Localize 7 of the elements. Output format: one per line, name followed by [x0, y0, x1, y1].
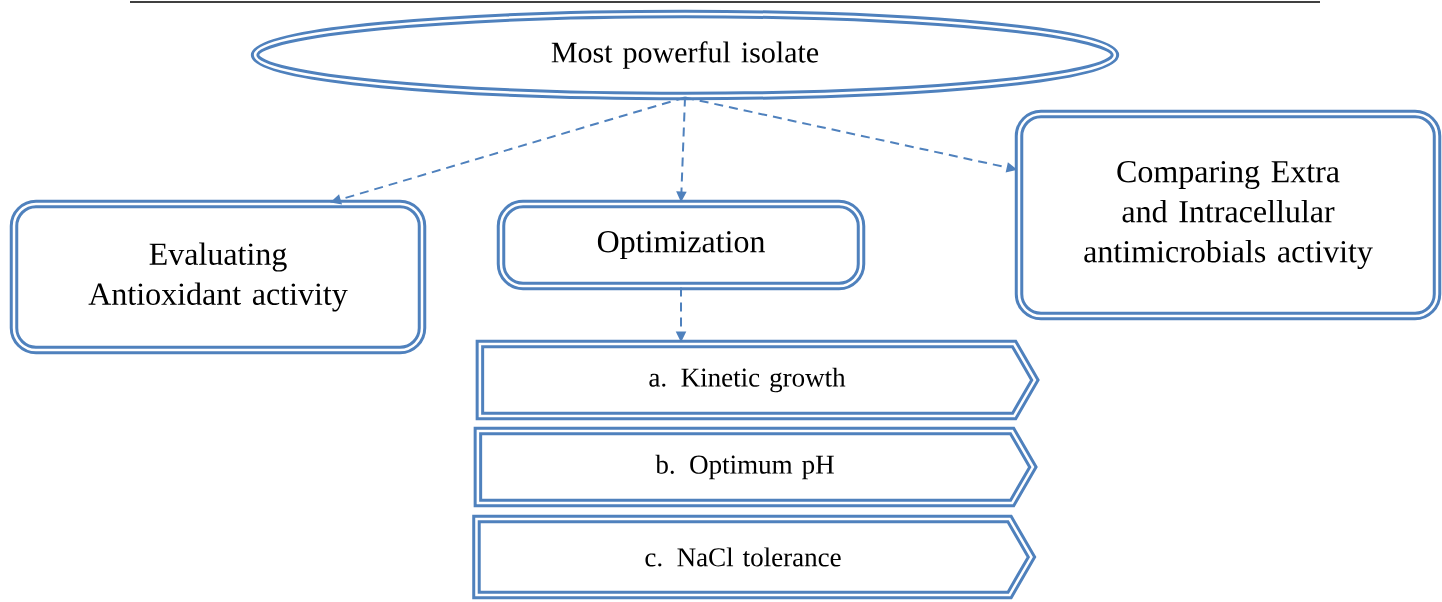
pentagon-arrow-box: c. NaCl tolerance	[472, 514, 1037, 600]
process-box: Optimization	[496, 199, 866, 291]
oval-node: Most powerful isolate	[250, 9, 1120, 101]
process-box: Evaluating Antioxidant activity	[9, 199, 427, 355]
pentagon-arrow-box: a. Kinetic growth	[475, 339, 1040, 421]
pentagon-arrow-box: b. Optimum pH	[473, 426, 1038, 508]
process-box: Comparing Extra and Intracellular antimicrobials activity	[1014, 109, 1442, 321]
